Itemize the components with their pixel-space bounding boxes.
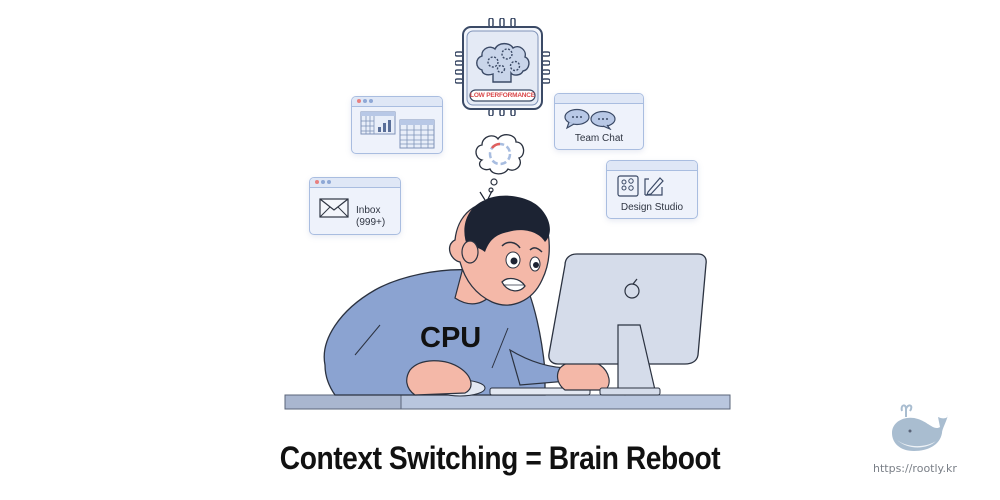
chat-bubbles-icon [564, 108, 616, 130]
shirt-cpu-label: CPU [420, 322, 482, 354]
palette-pencil-icon [617, 175, 664, 197]
apple-logo-icon [624, 283, 640, 299]
spreadsheet-chart-icon [360, 111, 435, 149]
whale-icon [892, 404, 948, 451]
loading-spinner-icon [475, 134, 525, 193]
design-studio-label: Design Studio [620, 202, 684, 213]
brain-gears-icon [454, 17, 551, 117]
watermark-url: https://rootly.kr [873, 462, 957, 475]
inbox-count: (999+) [356, 217, 386, 228]
low-performance-badge: LOW PERFORMANCE [470, 92, 535, 99]
inbox-window: Inbox (999+) [309, 177, 401, 235]
inbox-label: Inbox [356, 205, 381, 216]
caption-title: Context Switching = Brain Reboot [279, 440, 721, 476]
spreadsheet-window [351, 96, 443, 154]
thought-bubble [470, 130, 530, 200]
team-chat-label: Team Chat [574, 133, 624, 144]
envelope-icon [319, 198, 349, 218]
team-chat-window: Team Chat [554, 93, 644, 150]
cpu-chip: LOW PERFORMANCE [454, 17, 551, 117]
stressed-person-illustration [284, 190, 731, 410]
design-studio-window: Design Studio [606, 160, 698, 219]
